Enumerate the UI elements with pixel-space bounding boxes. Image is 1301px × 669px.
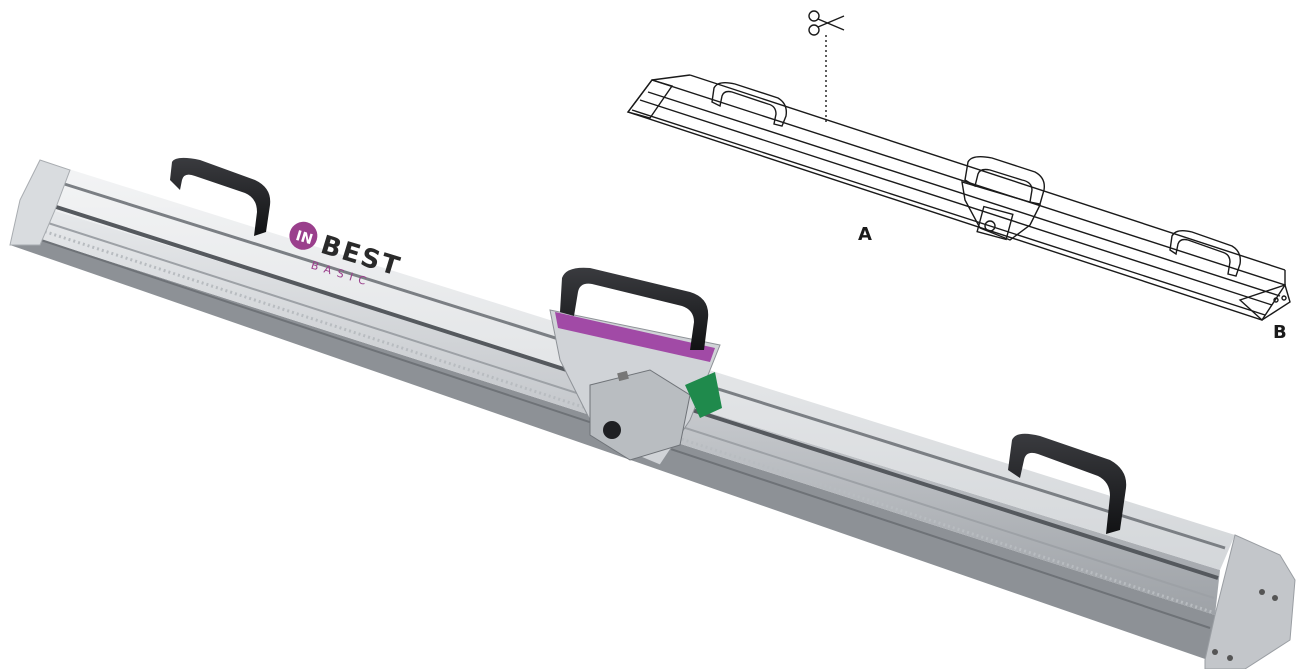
- drawing-carriage-block: [976, 205, 1014, 241]
- label-a: A: [858, 224, 872, 245]
- carriage-handle: [560, 267, 709, 350]
- left-carry-handle: [170, 157, 271, 236]
- drawing-right-end: [1238, 284, 1291, 321]
- drawing-right-handle: [1169, 229, 1242, 277]
- scissors-icon: [808, 10, 845, 36]
- drawing-rail-top: [626, 79, 1287, 321]
- locking-knob: [603, 421, 621, 439]
- carriage-pad: [555, 312, 715, 362]
- screw: [617, 370, 629, 382]
- drawing-left-handle: [711, 81, 788, 127]
- right-carry-handle: [1008, 433, 1127, 534]
- label-b: B: [1273, 322, 1287, 343]
- right-end-cap: [1204, 534, 1296, 669]
- drawing-left-end: [626, 79, 674, 119]
- blade-holder: [685, 372, 722, 418]
- svg-text:IN: IN: [294, 228, 315, 248]
- logo-mark-icon: [289, 221, 318, 250]
- drawing-carriage-body: [961, 181, 1042, 241]
- drawing-carriage-handle: [964, 155, 1045, 205]
- left-end-cap: [9, 159, 71, 246]
